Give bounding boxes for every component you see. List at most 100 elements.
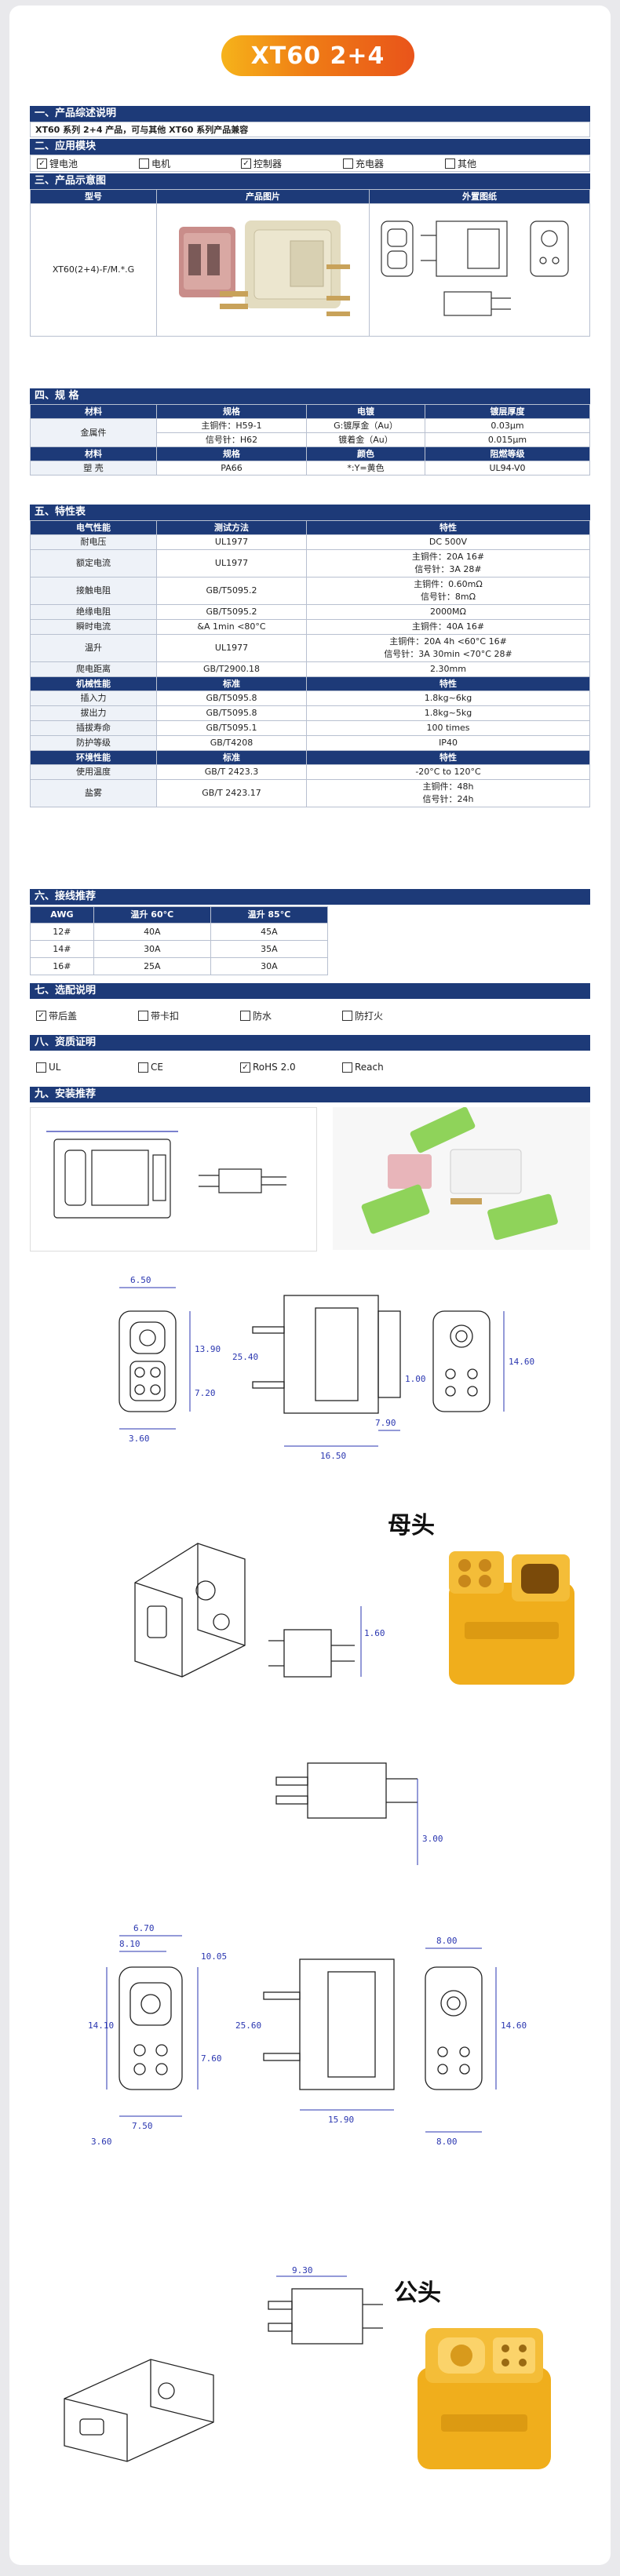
char-header: 标准	[156, 750, 307, 765]
spec-col-spec: 规格	[156, 404, 307, 419]
unchecked-checkbox-icon[interactable]	[138, 1062, 148, 1073]
unchecked-checkbox-icon[interactable]	[139, 158, 149, 169]
connector-photo-icon	[179, 220, 350, 316]
certification-option[interactable]: Reach	[336, 1062, 438, 1073]
accessory-option[interactable]: 防打火	[336, 1009, 438, 1022]
char-header: 测试方法	[156, 520, 307, 535]
wire-header: AWG	[30, 906, 94, 924]
char-header: 特性	[306, 676, 590, 691]
char-method: GB/T2900.18	[156, 661, 307, 677]
char-name: 额定电流	[30, 549, 157, 578]
title-banner: XT60 2+4	[221, 35, 414, 76]
metal-spec: 主铜件：H59-1	[156, 418, 307, 433]
male-label: 公头	[394, 2279, 441, 2307]
application-option[interactable]: ✓锂电池	[31, 157, 133, 170]
char-name: 耐电压	[30, 534, 157, 550]
male-side-icon: 9.30	[268, 2265, 383, 2345]
application-option[interactable]: 电机	[133, 157, 235, 170]
female-iso-icon: 1.60	[134, 1543, 385, 1678]
char-header: 环境性能	[30, 750, 157, 765]
option-label: 防打火	[355, 1010, 384, 1022]
dim-label: 13.90	[195, 1344, 221, 1354]
spec-col-color: 颜色	[306, 446, 425, 461]
dim-label: 8.00	[436, 1936, 458, 1946]
unchecked-checkbox-icon[interactable]	[445, 158, 455, 169]
checked-checkbox-icon[interactable]: ✓	[241, 158, 251, 169]
metal-thickness: 0.03μm	[425, 418, 590, 433]
certification-option[interactable]: CE	[132, 1062, 234, 1073]
char-name: 盐雾	[30, 779, 157, 807]
char-name: 防护等级	[30, 735, 157, 751]
female-photo	[433, 1536, 590, 1692]
char-method: GB/T5095.8	[156, 705, 307, 721]
wire-cell: 14#	[30, 940, 94, 958]
char-method: GB/T5095.2	[156, 604, 307, 620]
char-name: 拔出力	[30, 705, 157, 721]
char-spec: 2000MΩ	[306, 604, 590, 620]
char-method: UL1977	[156, 549, 307, 578]
certification-option[interactable]: UL	[30, 1062, 132, 1073]
application-option[interactable]: 其他	[439, 157, 541, 170]
certification-option[interactable]: ✓RoHS 2.0	[234, 1062, 336, 1073]
application-option[interactable]: ✓控制器	[235, 157, 337, 170]
dim-label: 3.60	[91, 2137, 112, 2147]
wire-cell: 35A	[210, 940, 329, 958]
char-spec: DC 500V	[306, 534, 590, 550]
char-header: 特性	[306, 520, 590, 535]
col-photo: 产品图片	[156, 189, 370, 204]
char-name: 爬电距离	[30, 661, 157, 677]
char-spec: 2.30mm	[306, 661, 590, 677]
char-name: 温升	[30, 634, 157, 662]
unchecked-checkbox-icon[interactable]	[342, 1010, 352, 1021]
male-dimension-drawing: 6.70 8.10 10.05 14.10 25.60 7.60 7.50 3.…	[88, 1904, 590, 2163]
unchecked-checkbox-icon[interactable]	[342, 1062, 352, 1073]
section-options-heading: 七、选配说明	[30, 983, 590, 999]
options-list: ✓带后盖带卡扣防水 防打火	[30, 1007, 590, 1024]
dim-label: 14.10	[88, 2020, 114, 2031]
checked-checkbox-icon[interactable]: ✓	[36, 1010, 46, 1021]
unchecked-checkbox-icon[interactable]	[36, 1062, 46, 1073]
accessory-option[interactable]: ✓带后盖	[30, 1009, 132, 1022]
section-overview-heading: 一、产品综述说明	[30, 106, 590, 122]
female-side-icon: 3.00	[275, 1762, 443, 1865]
checked-checkbox-icon[interactable]: ✓	[37, 158, 47, 169]
option-label: UL	[49, 1062, 61, 1073]
dim-label: 10.05	[201, 1951, 227, 1962]
wire-header: 温升 85°C	[210, 906, 329, 924]
char-name: 插拔寿命	[30, 720, 157, 736]
dim-label: 1.00	[405, 1374, 426, 1384]
char-spec: 主铜件：20A 16#信号针：3A 28#	[306, 549, 590, 578]
unchecked-checkbox-icon[interactable]	[343, 158, 353, 169]
option-label: 充电器	[356, 158, 385, 169]
wire-cell: 45A	[210, 923, 329, 941]
char-name: 瞬时电流	[30, 619, 157, 635]
option-label: RoHS 2.0	[253, 1062, 296, 1073]
char-header: 电气性能	[30, 520, 157, 535]
unchecked-checkbox-icon[interactable]	[138, 1010, 148, 1021]
application-option[interactable]: 充电器	[337, 157, 439, 170]
overview-text: XT60 系列 2+4 产品，可与其他 XT60 系列产品兼容	[30, 122, 590, 137]
section-install-heading: 九、安装推荐	[30, 1087, 590, 1102]
application-options: ✓锂电池电机✓控制器 充电器 其他	[30, 155, 590, 172]
char-header: 机械性能	[30, 676, 157, 691]
plastic-label: 塑 壳	[30, 461, 157, 475]
accessory-option[interactable]: 防水	[234, 1009, 336, 1022]
spec-col-flame: 阻燃等级	[425, 446, 590, 461]
checked-checkbox-icon[interactable]: ✓	[240, 1062, 250, 1073]
dim-label: 7.50	[132, 2121, 153, 2131]
char-name: 绝缘电阻	[30, 604, 157, 620]
dim-label: 1.60	[364, 1628, 385, 1638]
unchecked-checkbox-icon[interactable]	[240, 1010, 250, 1021]
wire-cell: 25A	[93, 957, 211, 975]
char-name: 接触电阻	[30, 577, 157, 605]
accessory-option[interactable]: 带卡扣	[132, 1009, 234, 1022]
